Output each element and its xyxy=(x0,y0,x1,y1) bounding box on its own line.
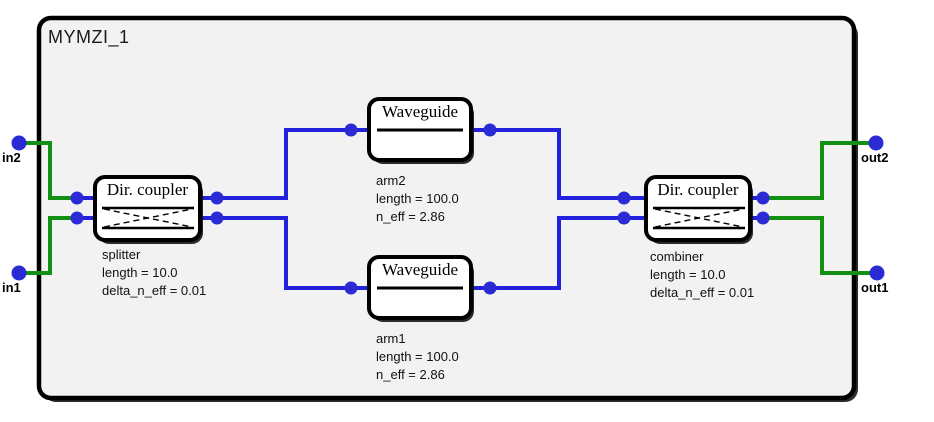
port-arm1-out[interactable] xyxy=(483,281,497,295)
component-name: combiner xyxy=(650,249,704,264)
wire-splitter-to-arm2[interactable] xyxy=(217,128,351,200)
arm1-params: arm1 length = 100.0 n_eff = 2.86 xyxy=(376,330,459,384)
wire-combiner-to-out2[interactable] xyxy=(763,141,876,200)
coupler-icon xyxy=(653,206,745,230)
in1-label: in1 xyxy=(2,280,21,295)
wire-in2-to-splitter[interactable] xyxy=(19,141,77,200)
circuit-box[interactable] xyxy=(36,15,857,401)
component-name: arm1 xyxy=(376,331,406,346)
arm1-type-label: Waveguide xyxy=(381,260,459,279)
circuit-title: MYMZI_1 xyxy=(48,27,130,47)
coupler-icon xyxy=(102,206,194,230)
wire-arm2-to-combiner[interactable] xyxy=(490,128,624,200)
port-combiner-in1[interactable] xyxy=(617,191,631,205)
port-splitter-in2[interactable] xyxy=(70,211,84,225)
port-out1[interactable] xyxy=(869,265,885,281)
component-name: splitter xyxy=(102,247,141,262)
wire-combiner-to-out1[interactable] xyxy=(763,216,877,275)
combiner-type-label: Dir. coupler xyxy=(657,180,739,199)
port-arm2-out[interactable] xyxy=(483,123,497,137)
param-line: length = 10.0 xyxy=(650,267,726,282)
port-arm1-in[interactable] xyxy=(344,281,358,295)
port-in1[interactable] xyxy=(11,265,27,281)
arm2-params: arm2 length = 100.0 n_eff = 2.86 xyxy=(376,172,459,226)
param-line: length = 100.0 xyxy=(376,349,459,364)
port-combiner-out2[interactable] xyxy=(756,211,770,225)
param-line: n_eff = 2.86 xyxy=(376,209,445,224)
param-line: n_eff = 2.86 xyxy=(376,367,445,382)
port-splitter-in1[interactable] xyxy=(70,191,84,205)
component-name: arm2 xyxy=(376,173,406,188)
param-line: delta_n_eff = 0.01 xyxy=(650,285,755,300)
splitter-params: splitter length = 10.0 delta_n_eff = 0.0… xyxy=(102,246,206,300)
port-splitter-out2[interactable] xyxy=(210,211,224,225)
port-out2[interactable] xyxy=(868,135,884,151)
splitter-type-label: Dir. coupler xyxy=(106,180,189,199)
out2-label: out2 xyxy=(861,150,889,165)
param-line: length = 100.0 xyxy=(376,191,459,206)
arm2-type-label: Waveguide xyxy=(381,102,459,121)
component-ports[interactable] xyxy=(70,123,770,295)
out1-label: out1 xyxy=(861,280,889,295)
port-in2[interactable] xyxy=(11,135,27,151)
combiner-params: combiner length = 10.0 delta_n_eff = 0.0… xyxy=(650,248,754,302)
port-splitter-out1[interactable] xyxy=(210,191,224,205)
param-line: length = 10.0 xyxy=(102,265,178,280)
param-line: delta_n_eff = 0.01 xyxy=(102,283,207,298)
port-arm2-in[interactable] xyxy=(344,123,358,137)
in2-label: in2 xyxy=(2,150,21,165)
wire-in1-to-splitter[interactable] xyxy=(19,216,77,275)
port-combiner-in2[interactable] xyxy=(617,211,631,225)
wire-splitter-to-arm1[interactable] xyxy=(217,216,351,290)
wire-arm1-to-combiner[interactable] xyxy=(490,216,624,290)
port-combiner-out1[interactable] xyxy=(756,191,770,205)
